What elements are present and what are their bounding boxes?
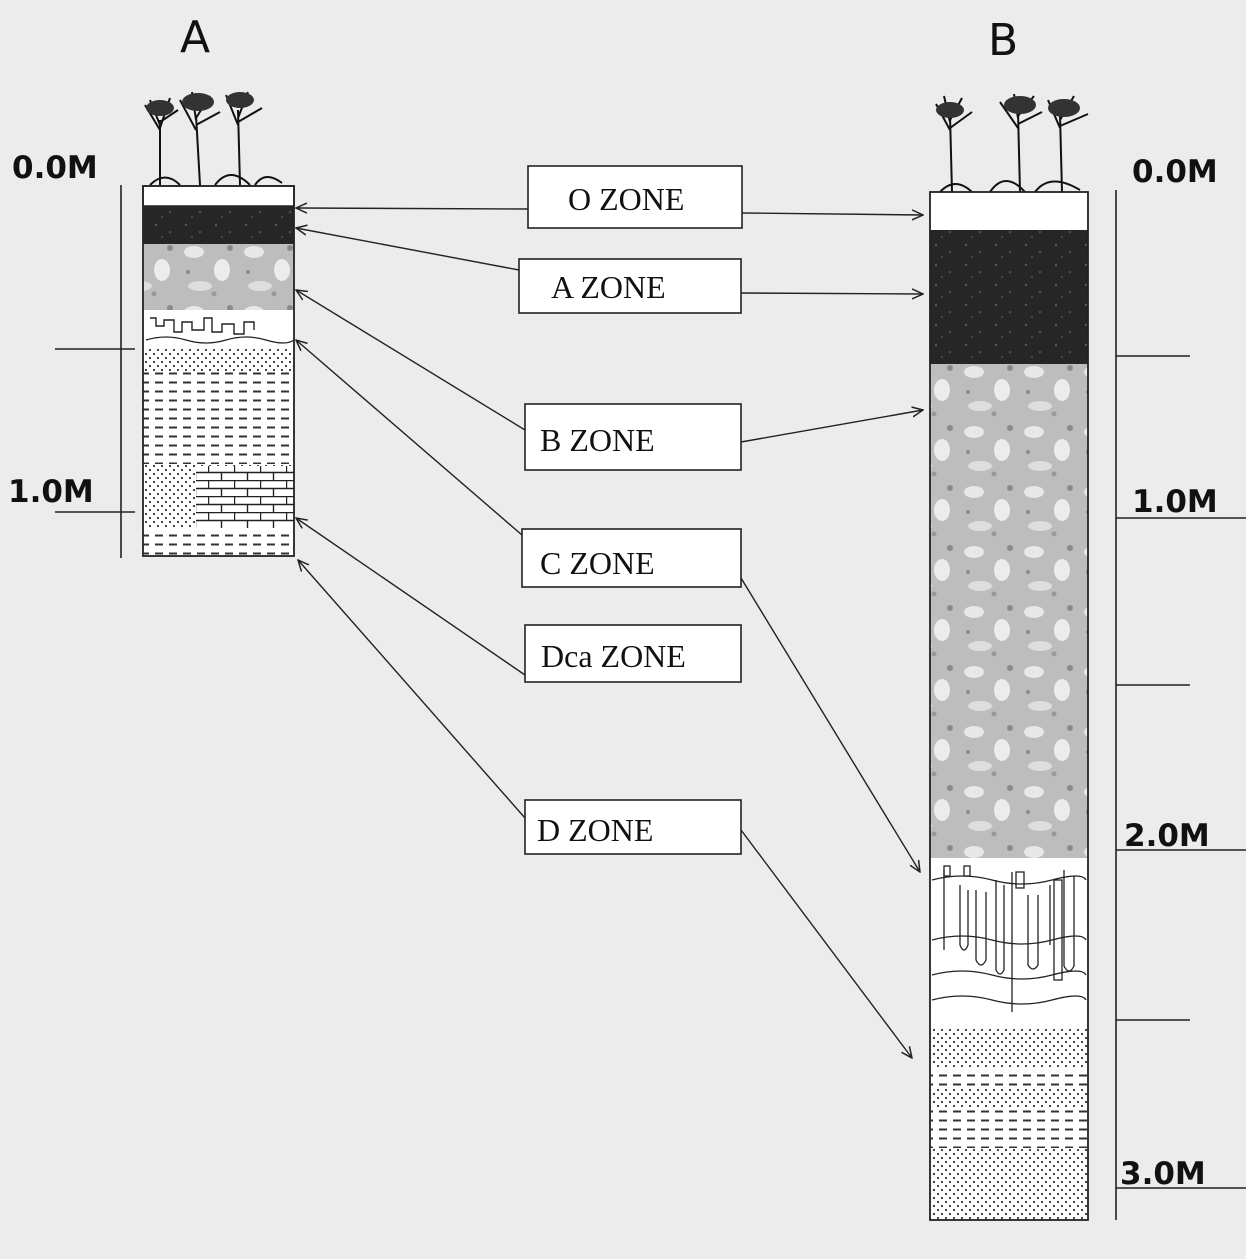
column-a-a-horizon xyxy=(143,206,294,244)
column-b-b-horizon xyxy=(930,364,1088,858)
svg-text:A ZONE: A ZONE xyxy=(551,269,666,305)
column-a-depth-1: 1.0M xyxy=(8,474,94,510)
arrow-o-to-b xyxy=(742,213,923,215)
svg-text:D ZONE: D ZONE xyxy=(537,812,653,848)
column-a: 0.0M 1.0M xyxy=(8,92,294,558)
arrow-c-to-b xyxy=(741,578,920,872)
svg-text:B ZONE: B ZONE xyxy=(540,422,655,458)
svg-text:O ZONE: O ZONE xyxy=(568,181,684,217)
column-b-depth-1: 1.0M xyxy=(1132,484,1218,520)
column-a-depth-0: 0.0M xyxy=(12,150,98,186)
column-b-label: B xyxy=(988,15,1018,66)
arrow-b-to-a xyxy=(296,290,525,430)
column-b-o-horizon xyxy=(930,192,1088,230)
zone-label-a: A ZONE xyxy=(519,259,741,313)
column-a-o-horizon xyxy=(143,186,294,206)
svg-text:Dca ZONE: Dca ZONE xyxy=(541,638,686,674)
zone-label-d: D ZONE xyxy=(525,800,741,854)
column-b-depth-2: 2.0M xyxy=(1124,818,1210,854)
zone-label-b: B ZONE xyxy=(525,404,741,470)
arrow-d-to-a xyxy=(298,560,525,818)
arrow-d-to-b xyxy=(741,830,912,1058)
column-b-depth-0: 0.0M xyxy=(1132,154,1218,190)
zone-label-o: O ZONE xyxy=(528,166,742,228)
column-b: 0.0M 1.0M 2.0M 3.0M xyxy=(930,94,1246,1220)
svg-text:C ZONE: C ZONE xyxy=(540,545,655,581)
zone-label-c: C ZONE xyxy=(522,529,741,587)
arrow-a-to-b xyxy=(741,293,923,294)
arrow-o-to-a xyxy=(296,208,528,209)
arrow-b-to-b xyxy=(741,410,923,442)
column-a-label: A xyxy=(180,12,210,63)
zone-label-dca: Dca ZONE xyxy=(525,625,741,682)
column-b-a-horizon xyxy=(930,230,1088,364)
column-a-b-horizon xyxy=(143,244,294,310)
arrow-c-to-a xyxy=(296,340,522,535)
arrow-a-to-a xyxy=(296,228,519,270)
column-b-depth-3: 3.0M xyxy=(1120,1156,1206,1192)
